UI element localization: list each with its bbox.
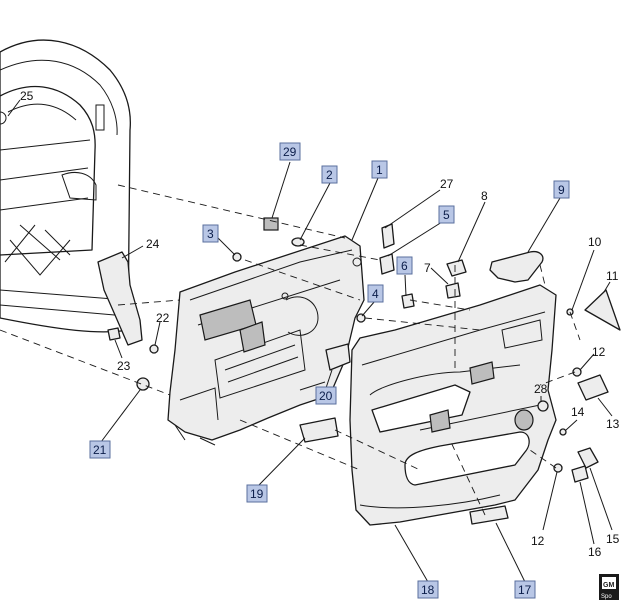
callout-18: 18 xyxy=(417,580,439,599)
part-16-cap xyxy=(571,465,589,483)
svg-text:20: 20 xyxy=(319,389,333,403)
svg-text:17: 17 xyxy=(518,583,532,597)
door-trim-panel xyxy=(349,284,557,526)
callout-19: 19 xyxy=(246,484,268,503)
svg-text:Spo: Spo xyxy=(601,594,612,600)
part-9-pull-handle xyxy=(489,250,544,283)
callout-12-upper: 12 xyxy=(592,345,606,359)
svg-text:4: 4 xyxy=(372,287,379,301)
svg-text:14: 14 xyxy=(571,405,585,419)
part-20-bracket xyxy=(325,343,351,371)
part-5-cover xyxy=(446,259,467,277)
svg-text:3: 3 xyxy=(207,227,214,241)
callout-10: 10 xyxy=(588,235,602,249)
part-23-retainer xyxy=(107,327,121,341)
part-27-connector xyxy=(379,253,395,275)
callout-24: 24 xyxy=(146,237,160,251)
callout-20: 20 xyxy=(315,386,337,405)
part-11-corner-trim xyxy=(584,289,621,331)
svg-text:8: 8 xyxy=(481,189,488,203)
callout-22: 22 xyxy=(156,311,170,325)
svg-text:12: 12 xyxy=(531,534,545,548)
svg-text:27: 27 xyxy=(440,177,454,191)
svg-text:16: 16 xyxy=(588,545,602,559)
svg-text:18: 18 xyxy=(421,583,435,597)
part-29-clip xyxy=(263,217,279,231)
callout-23: 23 xyxy=(117,359,131,373)
callout-16: 16 xyxy=(588,545,602,559)
callout-2: 2 xyxy=(321,165,338,184)
part-2-grommet xyxy=(291,237,305,247)
svg-text:5: 5 xyxy=(443,208,450,222)
callout-27: 27 xyxy=(440,177,454,191)
part-7-clip xyxy=(445,282,461,299)
svg-text:21: 21 xyxy=(93,443,107,457)
callout-12-lower: 12 xyxy=(531,534,545,548)
part-28-grommet xyxy=(537,400,549,412)
svg-text:7: 7 xyxy=(424,261,431,275)
assembly-lines xyxy=(0,184,581,516)
svg-text:11: 11 xyxy=(606,269,619,283)
part-12-screw-lower xyxy=(553,463,563,473)
callout-21: 21 xyxy=(89,440,111,459)
svg-text:28: 28 xyxy=(534,382,548,396)
callout-28: 28 xyxy=(534,382,548,396)
part-21-retainer xyxy=(136,377,150,391)
part-17-armrest-cap xyxy=(469,505,509,525)
callout-8: 8 xyxy=(481,189,488,203)
svg-text:25: 25 xyxy=(20,89,34,103)
part-22-screw xyxy=(149,344,159,354)
callout-3: 3 xyxy=(202,224,219,243)
svg-text:15: 15 xyxy=(606,532,620,546)
part-15-lock-rod-knob xyxy=(577,447,599,469)
callout-15: 15 xyxy=(606,532,620,546)
part-27-switch xyxy=(381,223,395,249)
callout-6: 6 xyxy=(396,256,413,275)
svg-text:13: 13 xyxy=(606,417,620,431)
part-24-bracket xyxy=(97,251,143,346)
svg-text:10: 10 xyxy=(588,235,602,249)
svg-text:2: 2 xyxy=(326,168,333,182)
part-13-cover xyxy=(577,374,609,401)
svg-text:23: 23 xyxy=(117,359,131,373)
svg-text:9: 9 xyxy=(558,183,565,197)
svg-text:6: 6 xyxy=(401,259,408,273)
svg-text:12: 12 xyxy=(592,345,606,359)
leader-lines xyxy=(7,99,613,583)
part-6-fastener xyxy=(401,293,415,309)
part-12-screw-upper xyxy=(572,367,582,377)
callout-4: 4 xyxy=(367,284,384,303)
part-19-switch-plate xyxy=(299,417,339,443)
svg-text:GM: GM xyxy=(603,582,614,589)
callout-11: 11 xyxy=(606,269,619,283)
part-4-screw xyxy=(356,313,366,323)
door-inner-panel-carrier xyxy=(167,235,365,446)
callout-9: 9 xyxy=(553,180,570,199)
svg-text:22: 22 xyxy=(156,311,170,325)
callout-14: 14 xyxy=(571,405,585,419)
door-frame xyxy=(0,39,131,333)
callout-29: 29 xyxy=(279,142,301,161)
svg-text:19: 19 xyxy=(250,487,264,501)
callout-1: 1 xyxy=(371,160,388,179)
callout-13: 13 xyxy=(606,417,620,431)
callout-7: 7 xyxy=(424,261,431,275)
callout-17: 17 xyxy=(514,580,536,599)
svg-text:29: 29 xyxy=(283,145,297,159)
part-14-clip xyxy=(559,428,567,436)
svg-text:1: 1 xyxy=(376,163,383,177)
callout-25: 25 xyxy=(20,89,34,103)
svg-text:24: 24 xyxy=(146,237,160,251)
callout-5: 5 xyxy=(438,205,455,224)
gm-spo-logo: GM Spo xyxy=(599,574,619,600)
